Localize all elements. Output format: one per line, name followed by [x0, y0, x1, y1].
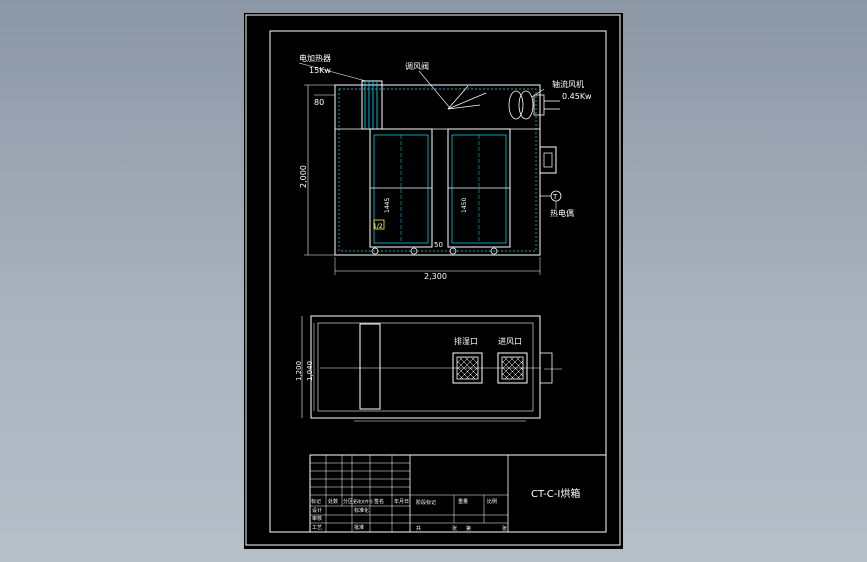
tb-sheets-a: 张: [452, 525, 457, 532]
tb-design: 设计: [312, 507, 322, 514]
dim-cart-right: 1450: [461, 198, 468, 213]
tb-standard: 标准化: [354, 507, 369, 514]
dim-cart-left: 1445: [384, 198, 391, 213]
tb-process: 工艺: [312, 525, 322, 531]
dim-height: 2,000: [299, 165, 308, 188]
intake-label: 进风口: [498, 337, 522, 346]
tb-mark: 标记: [311, 498, 321, 505]
tb-sheets-b: 张: [502, 525, 507, 532]
heater-label: 电加热器: [299, 53, 331, 63]
title-block: [309, 454, 607, 533]
tb-scale: 比例: [487, 498, 497, 505]
tb-total: 共: [416, 525, 421, 532]
cad-drawing-viewport[interactable]: T 电加热器 15Kw 调风阀 轴流风机 0.45Kw 热电偶 80 2,000…: [244, 13, 623, 549]
damper-symbol: [447, 85, 487, 110]
cart-right: [447, 128, 511, 248]
drawing-title: CT-C-Ⅰ烘箱: [531, 487, 580, 500]
control-box: [539, 146, 557, 174]
plan-heater-panel: [359, 323, 381, 410]
dim-width: 2,300: [424, 272, 447, 281]
tb-review: 审核: [312, 515, 322, 522]
intake-opening: [452, 352, 483, 384]
front-elevation: T: [304, 80, 562, 275]
tb-zone: 分区: [343, 498, 353, 505]
dim-plan-inner: 1,040: [306, 361, 314, 381]
outer-sheet-border: [245, 14, 621, 546]
exhaust-label: 排湿口: [454, 336, 478, 346]
plan-view: [301, 315, 562, 422]
plan-fan-stub: [539, 352, 553, 384]
tb-approve: 批准: [354, 524, 364, 531]
tb-sheet-no: 第: [466, 525, 471, 532]
dim-top-offset: 80: [314, 98, 324, 107]
axial-fan: [508, 90, 560, 120]
dim-plan-outer: 1,200: [295, 361, 303, 381]
damper-label: 调风阀: [405, 62, 429, 71]
exhaust-opening: [497, 352, 528, 384]
plan-outline: [310, 315, 541, 419]
cart-left: [369, 128, 433, 248]
drawing-sheet: T 电加热器 15Kw 调风阀 轴流风机 0.45Kw 热电偶 80 2,000…: [245, 14, 621, 546]
dim-floor-gap: 50: [434, 241, 443, 249]
heater-power-label: 15Kw: [309, 66, 331, 75]
tb-weight: 重量: [458, 498, 468, 505]
fan-label: 轴流风机: [552, 79, 584, 89]
cart-tag: 1/2: [373, 223, 383, 230]
thermocouple-mark: T: [552, 193, 558, 201]
cart-wheels: [371, 247, 498, 255]
heater-block: [361, 80, 383, 130]
tb-stage-mark: 阶段标记: [416, 499, 436, 506]
tb-sign: 签名: [374, 498, 384, 505]
oven-insulation-dashed: [338, 88, 537, 252]
fan-power-label: 0.45Kw: [562, 92, 592, 101]
tb-change-doc: 更改文件号: [353, 498, 373, 504]
thermocouple-label: 热电偶: [550, 208, 574, 218]
tb-date: 年月日: [394, 498, 409, 505]
tb-count: 处数: [328, 498, 338, 505]
